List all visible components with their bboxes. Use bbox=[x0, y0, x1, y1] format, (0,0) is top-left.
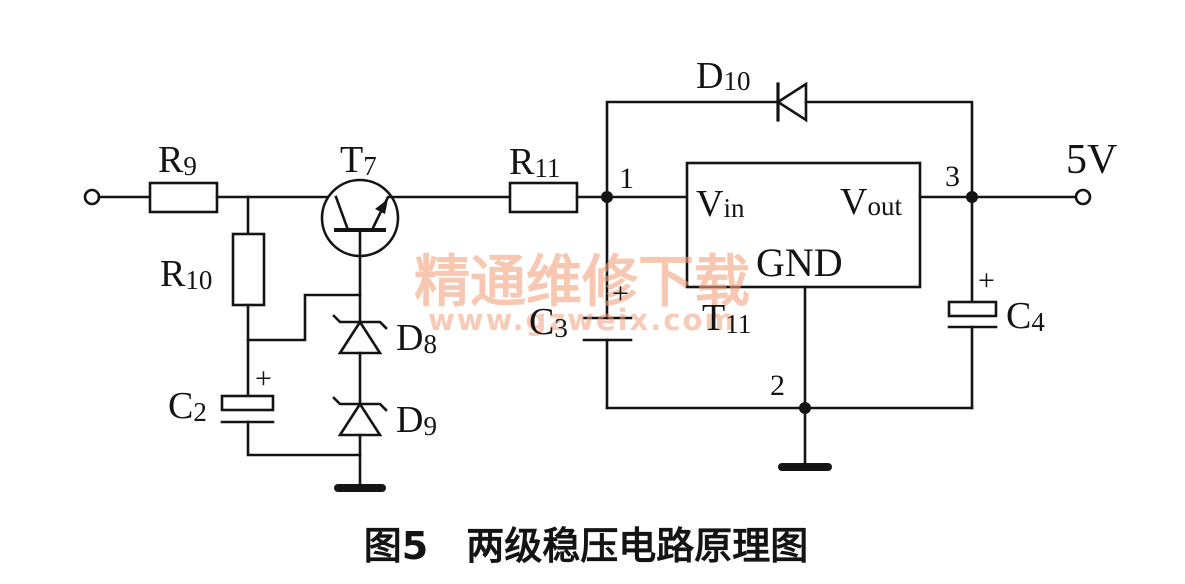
capacitor-c2-positive-plate bbox=[220, 394, 275, 412]
label-t7-letter: T bbox=[340, 139, 363, 181]
label-d10: D10 bbox=[696, 55, 750, 97]
label-vout-letter: V bbox=[840, 181, 868, 223]
label-c4-sub: 4 bbox=[1031, 307, 1045, 337]
pin-number-3: 3 bbox=[945, 160, 960, 193]
label-r11-sub: 11 bbox=[534, 153, 560, 183]
wire-c2-to-ground bbox=[246, 420, 362, 457]
label-r9: R9 bbox=[158, 139, 197, 181]
label-c3: C3 bbox=[529, 301, 568, 343]
label-c2-letter: C bbox=[168, 385, 193, 427]
label-d9: D9 bbox=[396, 399, 437, 441]
label-vout: Vout bbox=[840, 181, 902, 223]
label-c4: C4 bbox=[1006, 295, 1045, 337]
regulator-t11-body bbox=[685, 161, 922, 289]
resistor-r11 bbox=[508, 181, 579, 214]
diode-d10-triangle bbox=[775, 81, 808, 123]
label-r10-sub: 10 bbox=[185, 265, 212, 295]
c2-polarity-mark: + bbox=[255, 362, 272, 395]
label-d8-sub: 8 bbox=[423, 329, 437, 359]
label-r11-letter: R bbox=[509, 141, 535, 183]
output-terminal bbox=[1074, 188, 1092, 206]
label-r9-letter: R bbox=[158, 139, 184, 181]
label-c3-sub: 3 bbox=[554, 313, 568, 343]
label-vout-sub: out bbox=[867, 191, 902, 221]
label-d10-sub: 10 bbox=[723, 66, 750, 96]
transistor-t7-emitter-arrow bbox=[375, 199, 388, 214]
pin-number-1: 1 bbox=[619, 162, 634, 195]
node-2-dot bbox=[799, 402, 811, 414]
watermark-url: www.gzweix.com bbox=[428, 303, 737, 337]
label-r10-letter: R bbox=[160, 253, 186, 295]
capacitor-c4-positive-plate bbox=[947, 300, 998, 318]
transistor-t7-emitter bbox=[370, 195, 512, 232]
label-vin: Vin bbox=[696, 183, 745, 225]
label-t7: T7 bbox=[340, 139, 377, 181]
input-terminal bbox=[83, 188, 101, 206]
label-d9-sub: 9 bbox=[423, 411, 437, 441]
label-c4-letter: C bbox=[1006, 295, 1031, 337]
wire-node1-to-d10 bbox=[605, 100, 780, 199]
label-t11-letter: T bbox=[702, 297, 725, 339]
label-gnd: GND bbox=[756, 240, 843, 285]
label-r9-sub: 9 bbox=[183, 151, 197, 181]
label-t7-sub: 7 bbox=[363, 151, 377, 181]
label-vin-letter: V bbox=[696, 183, 724, 225]
resistor-r9 bbox=[148, 181, 219, 214]
c4-polarity-mark: + bbox=[978, 264, 995, 297]
label-vin-sub: in bbox=[723, 193, 745, 223]
c3-polarity-mark: + bbox=[612, 277, 629, 310]
zener-d8-triangle bbox=[337, 319, 383, 355]
label-c3-letter: C bbox=[529, 301, 554, 343]
label-d10-letter: D bbox=[696, 55, 723, 97]
label-c2-sub: 2 bbox=[193, 397, 207, 427]
label-t11: T11 bbox=[702, 297, 751, 339]
figure-caption: 图5 两级稳压电路原理图 bbox=[364, 524, 808, 568]
label-c2: C2 bbox=[168, 385, 207, 427]
pin-number-2: 2 bbox=[770, 369, 785, 402]
wire-r10-to-base bbox=[246, 293, 362, 342]
label-d8-letter: D bbox=[396, 317, 423, 359]
label-r11: R11 bbox=[509, 141, 560, 183]
label-t11-sub: 11 bbox=[725, 309, 751, 339]
transistor-t7-collector bbox=[334, 195, 350, 232]
label-d8: D8 bbox=[396, 317, 437, 359]
watermark-chinese: 精通维修下载 bbox=[414, 250, 750, 315]
resistor-r10 bbox=[231, 232, 266, 307]
label-r10: R10 bbox=[160, 253, 212, 295]
wire-d10-to-node3 bbox=[804, 100, 974, 199]
zener-d9-triangle bbox=[337, 401, 383, 437]
output-voltage-label: 5V bbox=[1066, 137, 1117, 183]
label-d9-letter: D bbox=[396, 399, 423, 441]
